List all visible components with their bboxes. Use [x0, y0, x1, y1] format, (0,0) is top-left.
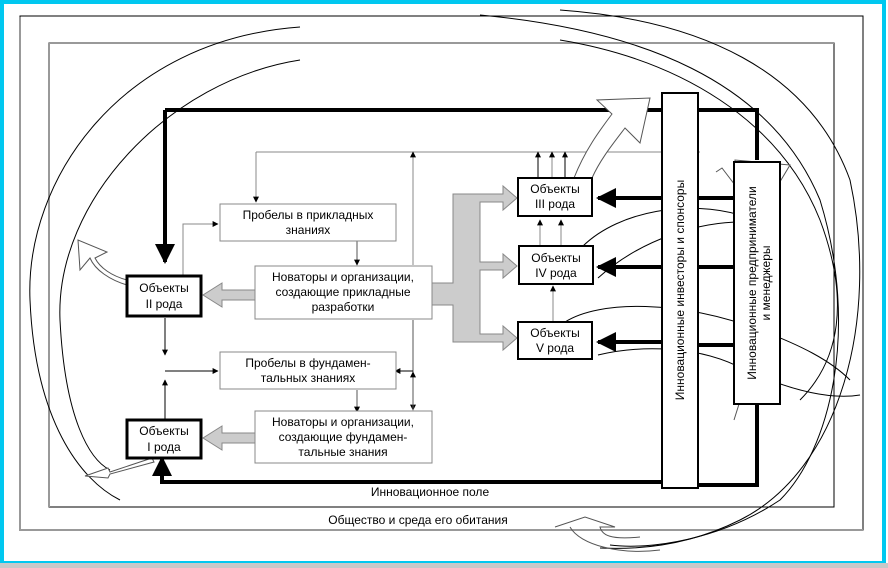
curved-arrow-bottom — [554, 516, 661, 552]
svg-text:создающие прикладные: создающие прикладные — [275, 285, 410, 299]
curved-arrow-obj3-out — [573, 97, 651, 179]
gaps-applied-line1: Пробелы в прикладных — [243, 208, 374, 222]
swirl-arc — [59, 59, 301, 471]
svg-text:Объекты: Объекты — [139, 281, 189, 295]
svg-text:создающие фундамен-: создающие фундамен- — [279, 430, 408, 444]
box-obj2[interactable]: Объекты II рода — [125, 274, 203, 318]
svg-text:Новаторы и организации,: Новаторы и организации, — [272, 270, 414, 284]
heavy-connector — [152, 456, 662, 484]
innovation-field-label: Инновационное поле — [371, 485, 490, 499]
obj1-line1: Объекты — [139, 424, 189, 438]
innov-applied-line3: разработки — [312, 300, 375, 314]
svg-text:Инновационное поле: Инновационное поле — [371, 485, 490, 499]
box-entrepreneurs[interactable]: Инновационные предприниматели и менеджер… — [733, 161, 781, 405]
fat-arrow-innov-fund-obj1 — [202, 425, 256, 451]
fat-arrow-innov-applied-obj2 — [202, 282, 256, 308]
innov-fund-line3: тальные знания — [298, 445, 387, 459]
svg-text:Общество и среда его обитания: Общество и среда его обитания — [328, 513, 507, 527]
gaps-applied-line2: знаниях — [286, 223, 331, 237]
gaps-fund-line1: Пробелы в фундамен- — [245, 356, 370, 370]
svg-text:разработки: разработки — [312, 300, 375, 314]
svg-text:знаниях: знаниях — [286, 223, 331, 237]
innov-applied-line1: Новаторы и организации, — [272, 270, 414, 284]
box-gaps-applied[interactable]: Пробелы в прикладных знаниях — [219, 203, 397, 242]
swirl-arc — [559, 9, 861, 549]
svg-text:III рода: III рода — [535, 197, 575, 211]
society-field-label: Общество и среда его обитания — [328, 513, 507, 527]
thin-curve — [582, 207, 741, 247]
innovation-field-shadow — [48, 42, 834, 507]
svg-text:Объекты: Объекты — [531, 251, 581, 265]
svg-text:Объекты: Объекты — [530, 326, 580, 340]
heavy-connector — [698, 108, 759, 160]
svg-text:Объекты: Объекты — [530, 182, 580, 196]
svg-text:I рода: I рода — [147, 440, 181, 454]
innov-fund-line2: создающие фундамен- — [279, 430, 408, 444]
svg-text:и менеджеры: и менеджеры — [759, 246, 773, 321]
obj5-line2: V рода — [536, 341, 574, 355]
fat-branch-arrow — [431, 184, 518, 352]
box-innov-fund[interactable]: Новаторы и организации, создающие фундам… — [254, 410, 433, 464]
svg-text:Пробелы в прикладных: Пробелы в прикладных — [243, 208, 374, 222]
obj4-line1: Объекты — [531, 251, 581, 265]
box-obj1[interactable]: Объекты I рода — [125, 418, 203, 460]
svg-text:Объекты: Объекты — [139, 424, 189, 438]
status-bar — [0, 563, 888, 568]
curved-arrow-obj2-out — [77, 239, 128, 286]
obj1-line2: I рода — [147, 440, 181, 454]
box-innov-applied[interactable]: Новаторы и организации, создающие прикла… — [254, 265, 433, 320]
swirl-arc — [29, 26, 301, 501]
svg-text:Инновационные предприниматели: Инновационные предприниматели — [745, 186, 759, 379]
svg-text:IV рода: IV рода — [535, 266, 577, 280]
svg-text:Инновационные инвесторы и спон: Инновационные инвесторы и спонсоры — [673, 180, 687, 400]
box-gaps-fund[interactable]: Пробелы в фундамен- тальных знаниях — [219, 351, 397, 390]
box-obj3[interactable]: Объекты III рода — [517, 177, 593, 217]
entrepreneurs-line2: и менеджеры — [759, 246, 773, 321]
obj2-line2: II рода — [146, 297, 183, 311]
svg-text:Пробелы в фундамен-: Пробелы в фундамен- — [245, 356, 370, 370]
obj3-line1: Объекты — [530, 182, 580, 196]
entrepreneurs-line1: Инновационные предприниматели — [745, 186, 759, 379]
gaps-fund-line2: тальных знаниях — [261, 371, 356, 385]
swirl-arc — [479, 14, 840, 547]
innov-fund-line1: Новаторы и организации, — [272, 415, 414, 429]
innov-applied-line2: создающие прикладные — [275, 285, 410, 299]
svg-text:V рода: V рода — [536, 341, 574, 355]
link-obj2-gaps-applied — [182, 221, 219, 277]
box-investors[interactable]: Инновационные инвесторы и спонсоры — [661, 92, 699, 489]
heavy-connector — [698, 405, 759, 487]
obj5-line1: Объекты — [530, 326, 580, 340]
swirl-arc — [559, 39, 838, 401]
box-obj5[interactable]: Объекты V рода — [517, 321, 593, 360]
svg-text:II рода: II рода — [146, 297, 183, 311]
investors-label: Инновационные инвесторы и спонсоры — [673, 180, 687, 400]
obj3-line2: III рода — [535, 197, 575, 211]
box-obj4[interactable]: Объекты IV рода — [518, 245, 594, 285]
obj2-line1: Объекты — [139, 281, 189, 295]
obj4-line2: IV рода — [535, 266, 577, 280]
svg-text:тальные знания: тальные знания — [298, 445, 387, 459]
svg-text:Новаторы и организации,: Новаторы и организации, — [272, 415, 414, 429]
svg-text:тальных знаниях: тальных знаниях — [261, 371, 356, 385]
curved-arrow-obj1-out — [84, 457, 155, 479]
society-field-shadow — [19, 17, 863, 531]
